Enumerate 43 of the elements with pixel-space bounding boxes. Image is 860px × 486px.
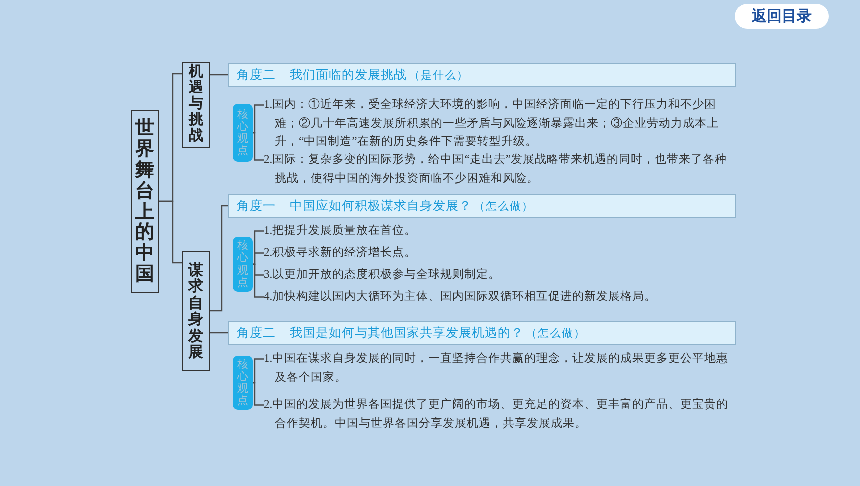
list-item-text: 1.国内：①近年来，受全球经济大环境的影响，中国经济面临一定的下行压力和不少困难；②几十年高速发展所积累的一些矛盾与风险逐渐暴露出来；③企业劳动力成本上升，“中国制造”在新的历史条件下需要转型升级。 [264,96,738,152]
header-note: （怎么做） [474,198,534,214]
list-item-text: 4.加快构建以国内大循环为主体、国内国际双循环相互促进的新发展格局。 [264,288,738,306]
topic-title: 机遇与挑战 [188,65,204,145]
header-note: （是什么） [409,68,469,82]
connector-line [253,252,264,266]
back-to-contents-button: 返回目录 [735,4,829,29]
core-view-badge [233,104,253,162]
topic-title: 世界舞台上的中国 [136,118,154,286]
connector-line [210,205,228,312]
header-note: （怎么做） [526,326,586,340]
badge-label: 核心观点 [238,358,248,408]
list-item-text: 1.中国在谋求自身发展的同时，一直坚持合作共赢的理念，让发展的成果更多更公平地惠及各个国家。 [264,350,738,387]
list-item-text: 3.以更加开放的态度积极参与全球规则制定。 [264,266,738,284]
section-header [228,321,736,345]
list-item-text: 2.积极寻求新的经济增长点。 [264,244,738,262]
badge-label: 核心观点 [238,240,248,289]
angle-label: 角度一 [237,198,276,214]
angle-label: 角度二 [237,324,276,342]
core-view-badge [233,356,253,410]
connector-line [210,74,228,76]
connector-line [159,200,182,264]
core-view-badge [233,237,253,292]
connector-line [253,132,264,161]
section-header [228,194,736,218]
list-item-text: 2.中国的发展为世界各国提供了更广阔的市场、更充足的资本、更丰富的产品、更宝贵的合作契机。中国与世界各国分享发展机遇，共享发展成果。 [264,396,738,433]
angle-label: 角度二 [237,66,276,84]
topic-box [182,62,210,148]
list-item-text: 1.把提升发展质量放在首位。 [264,222,738,240]
badge-label: 核心观点 [238,108,248,158]
connector-line [253,382,264,406]
connector-line [253,358,264,384]
topic-box [182,251,210,371]
connector-line [253,264,264,298]
header-question: 我国是如何与其他国家共享发展机遇的？ [290,324,524,342]
header-question: 我们面临的发展挑战 [290,66,407,84]
header-question: 中国应如何积极谋求自身发展？ [290,198,472,214]
topic-title: 谋求自身发展 [188,262,204,360]
list-item-text: 2.国际：复杂多变的国际形势，给中国“走出去”发展战略带来机遇的同时，也带来了各种挑战，使得中国的海外投资面临不少困难和风险。 [264,151,738,188]
connector-line [253,104,264,134]
topic-box [131,110,159,293]
section-header [228,63,736,87]
connector-line [210,332,228,334]
